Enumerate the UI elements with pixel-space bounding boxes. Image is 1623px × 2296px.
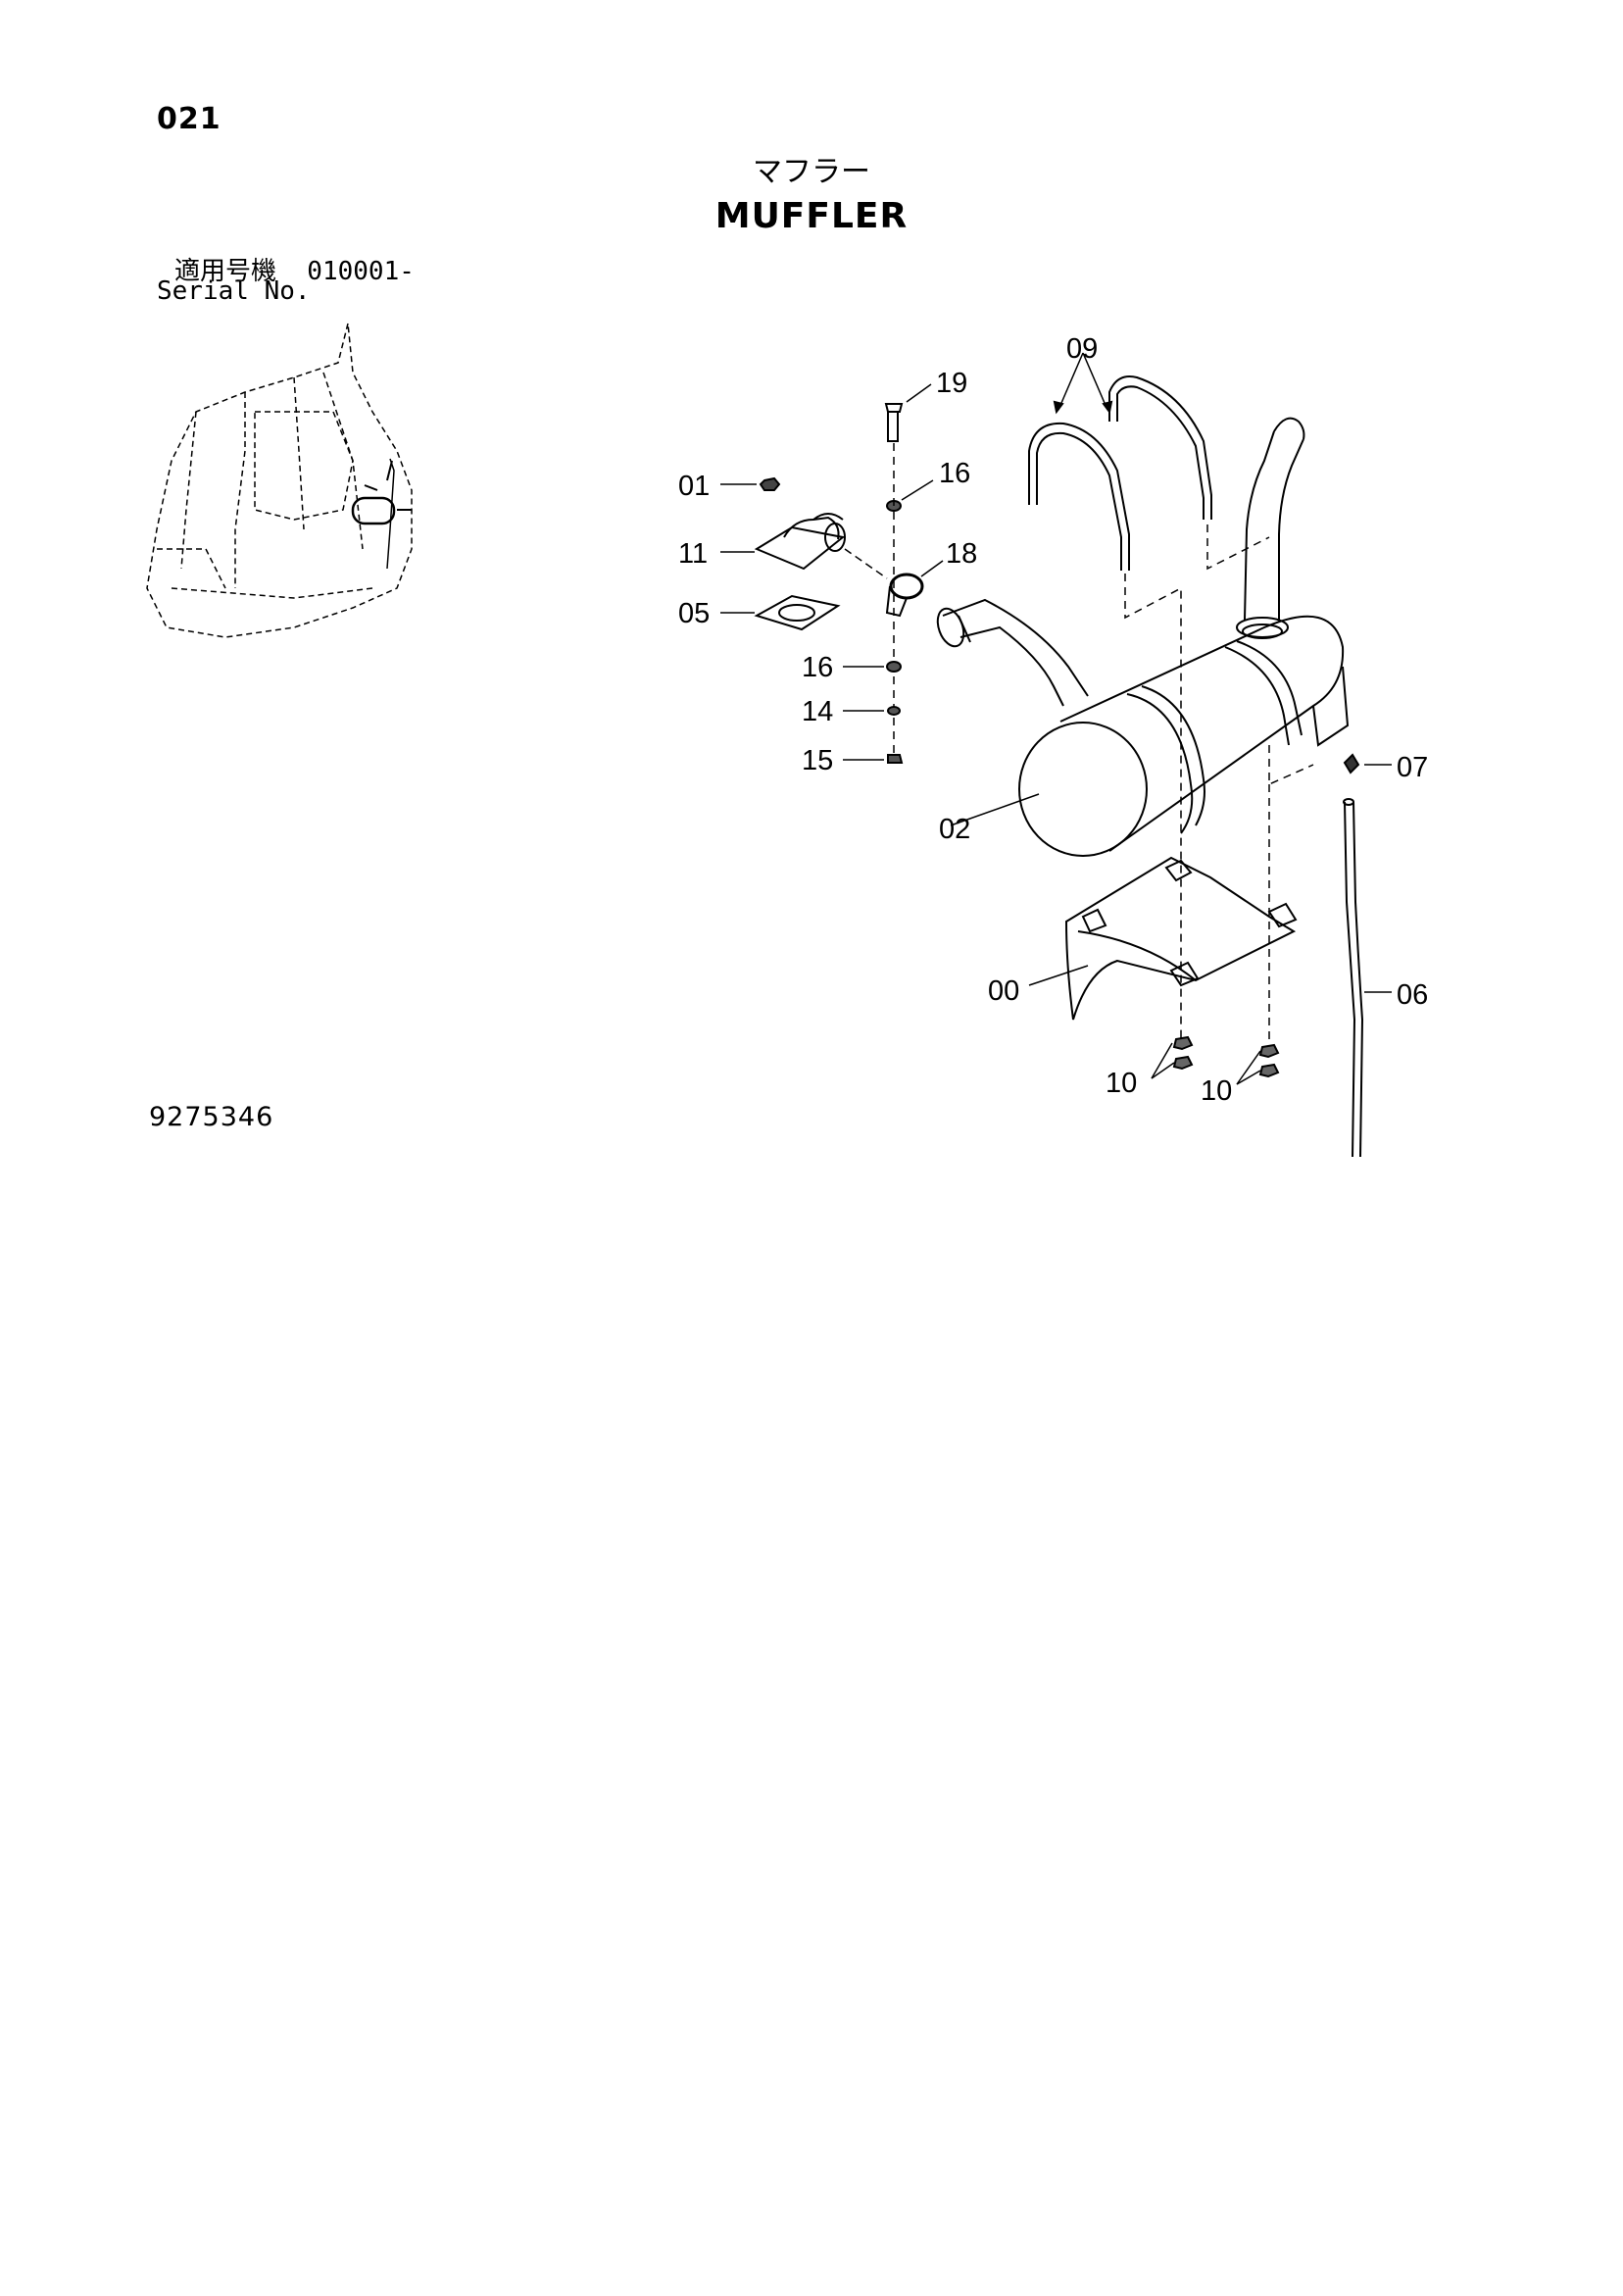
muffler-location-marker (351, 458, 412, 570)
part-14-lockwasher (843, 706, 901, 716)
part-10-nuts-left (1151, 1035, 1194, 1079)
part-07-clip (1343, 753, 1392, 774)
callout-07: 07 (1397, 752, 1428, 783)
part-01-nut (720, 476, 781, 491)
callout-16-lower: 16 (802, 652, 833, 683)
page-title: MUFFLER (714, 196, 909, 236)
part-15-nut (843, 754, 904, 764)
callout-09: 09 (1066, 333, 1098, 365)
part-02-muffler (936, 417, 1350, 857)
callout-18: 18 (946, 538, 977, 570)
part-09-u-bolts (1028, 352, 1314, 1049)
callout-10-right: 10 (1201, 1075, 1232, 1107)
serial-range-japanese: 適用号機 010001- (174, 257, 415, 286)
callout-00: 00 (988, 975, 1019, 1007)
page-number: 021 (157, 102, 221, 136)
part-06-hose (1343, 798, 1392, 1158)
callout-14: 14 (802, 696, 833, 727)
callout-11: 11 (678, 538, 708, 570)
callout-15: 15 (802, 745, 833, 776)
callout-01: 01 (678, 471, 710, 502)
machine-locator-sketch (146, 323, 413, 638)
callout-06: 06 (1397, 979, 1428, 1011)
part-11-elbow (720, 513, 846, 571)
callout-10-left: 10 (1106, 1068, 1137, 1099)
serial-label: Serial No. (157, 276, 311, 306)
part-05-gasket (720, 594, 841, 631)
part-19-bolt (884, 383, 932, 442)
callout-02: 02 (939, 814, 970, 845)
drawing-number: 9275346 (149, 1102, 274, 1132)
callout-05: 05 (678, 598, 710, 629)
part-10-nuts-right (1236, 1043, 1280, 1085)
part-18-clamp (885, 560, 944, 618)
callout-19: 19 (936, 368, 967, 399)
callout-16-upper: 16 (939, 458, 970, 489)
part-00-bracket (1028, 856, 1298, 1021)
title-japanese: マフラー (753, 155, 870, 189)
part-16-washer-lower (843, 661, 902, 673)
